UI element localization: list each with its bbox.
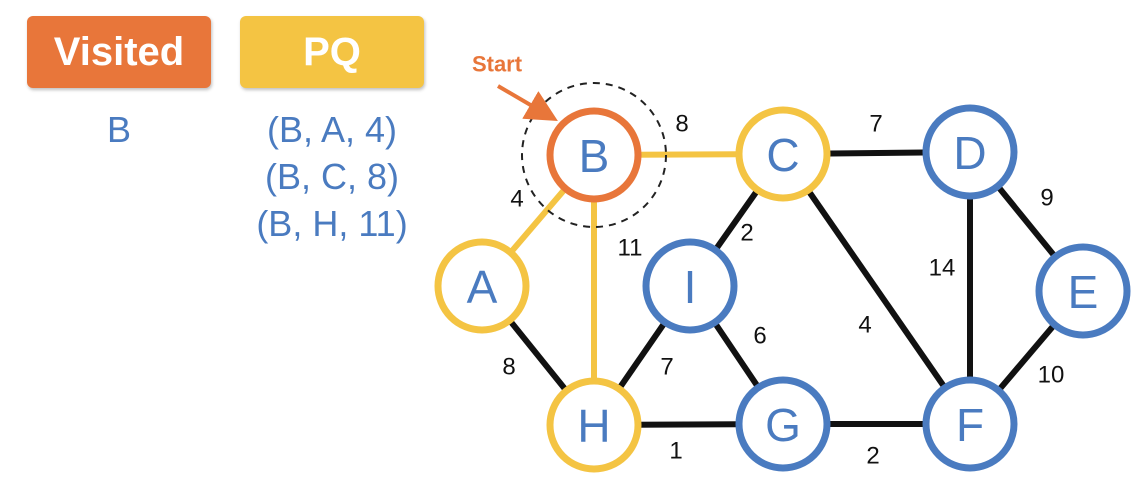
node-label: F [956,399,984,451]
node-circle [735,106,831,202]
pq-header-label: PQ [303,29,361,74]
start-arrow [496,84,558,122]
visited-list: B [27,106,211,153]
edge-weight-i-h: 7 [660,354,673,381]
edge-weight-i-g: 6 [753,323,766,350]
visited-header: Visited [27,16,211,88]
node-circle [434,238,530,334]
visited-header-label: Visited [53,29,185,74]
node-label: D [953,127,986,179]
node-circle [922,376,1018,472]
node-label: B [579,130,610,182]
node-label: E [1068,266,1099,318]
node-h: H [546,377,642,473]
node-circle [1035,243,1131,339]
node-circle [735,376,831,472]
node-d: D [922,104,1018,200]
node-a: A [434,238,530,334]
node-label: H [577,400,610,452]
edge-weight-d-e: 9 [1040,185,1053,212]
edge-weight-g-f: 2 [866,443,879,470]
edge-weights: 8 4 11 7 2 4 9 14 10 8 7 6 1 2 [502,111,1064,470]
node-i: I [642,238,738,334]
pq-header: PQ [240,16,424,88]
edge-weight-b-a: 4 [510,186,523,213]
pq-item: (B, H, 11) [256,203,408,244]
start-label: Start [472,52,523,77]
node-circle [642,238,738,334]
pq-item: (B, A, 4) [266,109,398,150]
edge-weight-e-f: 10 [1038,362,1065,389]
edge-weight-c-f: 4 [858,312,871,339]
node-g: G [735,376,831,472]
node-circle [922,104,1018,200]
node-c: C [735,106,831,202]
edge-weight-b-c: 8 [675,111,688,138]
node-circle [546,377,642,473]
node-f: F [922,376,1018,472]
edge-weight-c-i: 2 [740,220,753,247]
node-circle [546,107,642,203]
node-b: B [546,107,642,203]
node-label: A [467,261,498,313]
node-label: G [765,399,801,451]
node-e: E [1035,243,1131,339]
node-label: C [766,129,799,181]
edge-weight-d-f: 14 [929,255,956,282]
edge-weight-b-h: 11 [618,235,643,262]
edge-c-f [780,152,973,426]
visited-item: B [106,109,131,150]
edge-weight-a-h: 8 [502,354,515,381]
pq-item: (B, C, 8) [264,156,399,197]
pq-list: (B, A, 4) (B, C, 8) (B, H, 11) [234,106,430,247]
start-highlight-ring [521,82,667,228]
edge-weight-c-d: 7 [869,111,882,138]
node-label: I [684,261,697,313]
edge-weight-h-g: 1 [669,438,682,465]
nodes: B C D E A I H G F [434,104,1131,473]
